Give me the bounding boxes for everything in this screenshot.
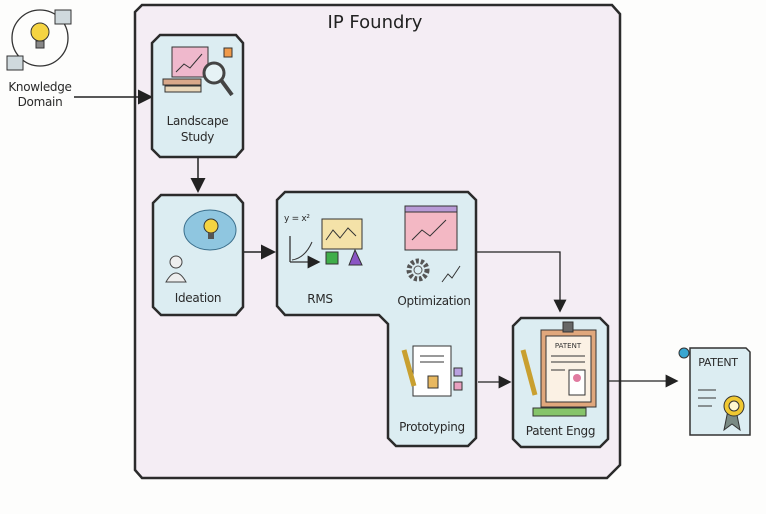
- knowledge-domain-label[interactable]: Knowledge Domain: [0, 80, 80, 109]
- prototyping-icon[interactable]: [401, 345, 463, 397]
- landscape-study-line2: Study: [180, 130, 215, 144]
- ideation-label: Ideation: [174, 291, 222, 305]
- ip-foundry-title: IP Foundry: [327, 12, 423, 33]
- optimization-label: Optimization: [397, 294, 471, 308]
- knowledge-domain-line2: Domain: [17, 95, 63, 109]
- rms-icon[interactable]: [289, 218, 363, 269]
- rms-label: RMS: [307, 292, 333, 306]
- patent-certificate: [678, 347, 751, 436]
- landscape-study-icon: [162, 46, 234, 97]
- knowledge-domain-line1: Knowledge: [8, 80, 72, 94]
- patent-engg-icon: PATENT: [520, 321, 597, 417]
- optimization-icon[interactable]: [404, 205, 461, 283]
- knowledge-domain-icon: [6, 9, 72, 71]
- prototyping-label: Prototyping: [399, 420, 465, 434]
- patent-label: PATENT: [698, 356, 738, 369]
- patent-engg-label: Patent Engg: [525, 424, 596, 438]
- landscape-study-line1: Landscape: [166, 114, 229, 128]
- ideation-icon: [165, 209, 237, 283]
- patent-engg-doc-text: PATENT: [555, 342, 582, 350]
- arrow-optimization-to-patent-engg: [476, 251, 567, 313]
- rms-equation: y = x²: [284, 214, 310, 224]
- landscape-study-label: Landscape Study: [152, 114, 243, 144]
